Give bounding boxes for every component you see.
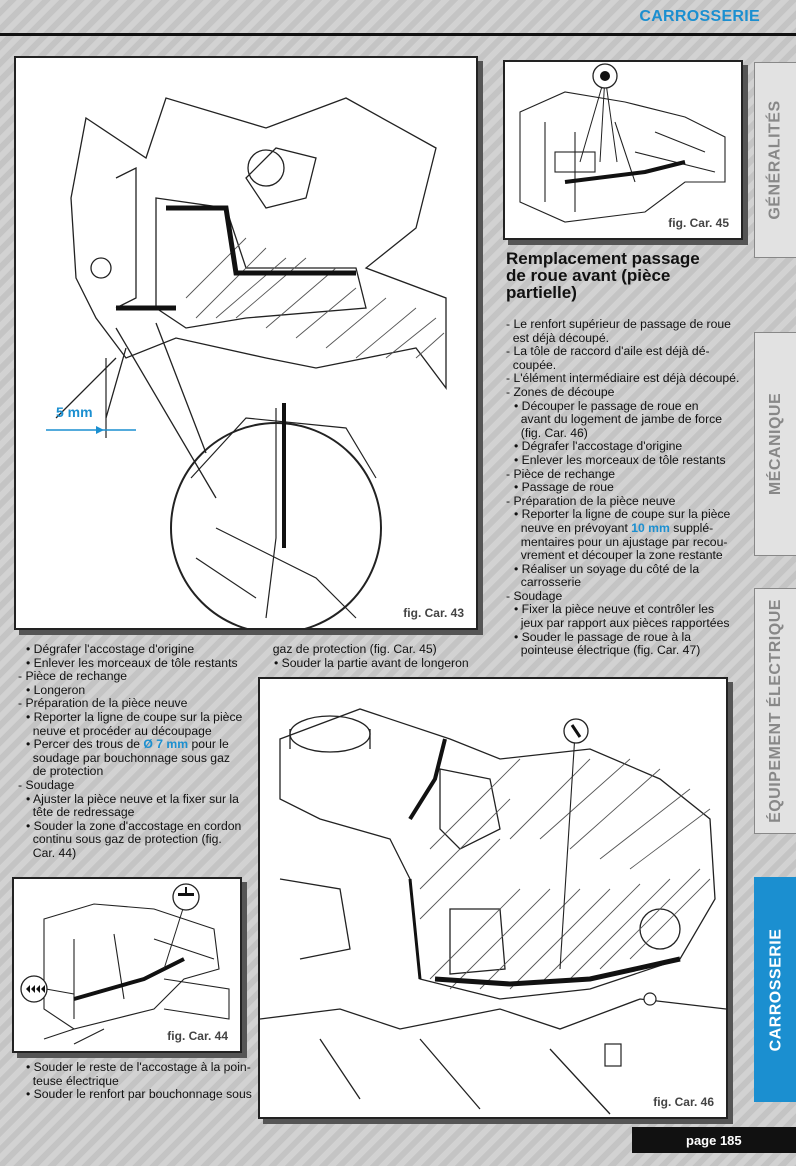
text-line: de protection <box>26 764 104 779</box>
text-fragment: supplé- <box>669 520 714 535</box>
text-line: - L'élément intermédiaire est déjà décou… <box>506 371 740 386</box>
text-line: - Préparation de la pièce neuve <box>506 493 676 508</box>
text-line: est déjà découpé. <box>506 330 609 345</box>
text-line: • Fixer la pièce neuve et contrôler les <box>514 602 715 617</box>
figure-car-43: 5 mm fig. Car. 43 <box>14 56 478 630</box>
text-line: pointeuse électrique (fig. Car. 47) <box>514 643 701 658</box>
text-line: - La tôle de raccord d'aile est déjà dé- <box>506 344 710 359</box>
text-line: tête de redressage <box>26 805 135 820</box>
text-fragment: pour le <box>188 737 229 752</box>
text-line: • Découper le passage de roue en <box>514 398 699 413</box>
figure-43-drawing <box>46 97 447 628</box>
text-line: coupée. <box>506 357 557 372</box>
text-fragment: neuve en prévoyant <box>514 520 632 535</box>
text-line: - Soudage <box>18 777 75 792</box>
text-line: • Souder la partie avant de longeron <box>274 655 469 670</box>
text-line: • Réaliser un soyage du côté de la <box>514 561 700 576</box>
text-line: vrement et découper la zone restante <box>514 548 723 563</box>
section-heading-line-3: partielle) <box>506 283 577 302</box>
text-line: Car. 44) <box>26 845 77 860</box>
figure-46-caption: fig. Car. 46 <box>653 1095 714 1109</box>
text-line: • Souder le renfort par bouchonnage sous <box>26 1087 252 1102</box>
text-line: • Souder le reste de l'accostage à la po… <box>26 1060 251 1074</box>
tab-carrosserie[interactable]: CARROSSERIE <box>754 877 796 1102</box>
text-line: - Pièce de rechange <box>18 669 128 684</box>
figure-car-46: fig. Car. 46 <box>258 677 728 1119</box>
figure-45-caption: fig. Car. 45 <box>668 216 729 230</box>
figure-car-45: fig. Car. 45 <box>503 60 743 240</box>
text-line: carrosserie <box>514 575 582 590</box>
text-line: teuse électrique <box>26 1073 119 1088</box>
text-line: - Le renfort supérieur de passage de rou… <box>506 317 731 331</box>
tab-label: GÉNÉRALITÉS <box>767 100 785 220</box>
text-line: neuve et procéder au découpage <box>26 723 212 738</box>
text-line: • Dégrafer l'accostage d'origine <box>26 642 195 656</box>
text-line: • Passage de roue <box>514 480 614 495</box>
text-line: - Soudage <box>506 588 563 603</box>
dimension-label: 5 mm <box>56 404 93 420</box>
text-line: • Souder la zone d'accostage en cordon <box>26 818 242 833</box>
section-heading: Remplacement passage de roue avant (pièc… <box>506 250 742 301</box>
tab-generalites[interactable]: GÉNÉRALITÉS <box>754 62 796 258</box>
text-line: - Zones de découpe <box>506 384 615 399</box>
text-line: continu sous gaz de protection (fig. <box>26 832 222 847</box>
text-line: • Souder le passage de roue à la <box>514 629 692 644</box>
text-line: avant du logement de jambe de force <box>514 412 722 427</box>
figure-46-drawing <box>260 708 726 1115</box>
text-line: - Préparation de la pièce neuve <box>18 696 188 711</box>
text-fragment: • Percer des trous de <box>26 737 144 752</box>
right-column-text: - Le renfort supérieur de passage de rou… <box>506 317 746 658</box>
text-line: • Dégrafer l'accostage d'origine <box>514 439 683 454</box>
highlight-value: Ø 7 mm <box>143 737 189 752</box>
tab-mecanique[interactable]: MÉCANIQUE <box>754 332 796 556</box>
text-line: soudage par bouchonnage sous gaz <box>26 750 230 765</box>
text-line: • Ajuster la pièce neuve et la fixer sur… <box>26 791 239 806</box>
text-line: - Pièce de rechange <box>506 466 616 481</box>
tab-label: MÉCANIQUE <box>767 392 784 496</box>
header-rule <box>0 33 796 36</box>
section-heading-line-1: Remplacement passage <box>506 249 700 268</box>
page-number: page 185 <box>632 1127 796 1153</box>
text-line: jeux par rapport aux pièces rapportées <box>514 616 730 631</box>
figure-44-drawing <box>20 883 230 1045</box>
text-line: neuve en prévoyant 10 mm supplé- <box>506 520 746 536</box>
text-line: mentaires pour un ajustage par recou- <box>514 534 728 549</box>
highlight-value: 10 mm <box>631 520 670 535</box>
figure-car-44: fig. Car. 44 <box>12 877 242 1053</box>
figure-44-caption: fig. Car. 44 <box>167 1029 228 1043</box>
text-line: • Longeron <box>26 682 86 697</box>
text-line: • Reporter la ligne de coupe sur la pièc… <box>26 709 243 724</box>
text-line: • Enlever les morceaux de tôle restants <box>514 452 726 467</box>
bottom-left-text: • Souder le reste de l'accostage à la po… <box>18 1060 254 1102</box>
text-line: • Enlever les morceaux de tôle restants <box>26 655 238 670</box>
text-line: • Reporter la ligne de coupe sur la pièc… <box>514 507 731 522</box>
text-line: gaz de protection (fig. Car. 45) <box>266 642 437 656</box>
tab-label: ÉQUIPEMENT ÉLECTRIQUE <box>767 599 785 823</box>
header-title: CARROSSERIE <box>639 8 760 25</box>
text-line: • Percer des trous de Ø 7 mm pour le <box>18 737 254 752</box>
figure-43-caption: fig. Car. 43 <box>403 606 464 620</box>
text-line: (fig. Car. 46) <box>514 425 588 440</box>
figure-45-drawing <box>519 63 726 223</box>
tab-label: CARROSSERIE <box>767 928 785 1051</box>
middle-column-text: gaz de protection (fig. Car. 45) • Soude… <box>266 642 502 670</box>
left-column-text: • Dégrafer l'accostage d'origine • Enlev… <box>18 642 254 861</box>
tab-equipement-electrique[interactable]: ÉQUIPEMENT ÉLECTRIQUE <box>754 588 796 834</box>
section-heading-line-2: de roue avant (pièce <box>506 266 671 285</box>
